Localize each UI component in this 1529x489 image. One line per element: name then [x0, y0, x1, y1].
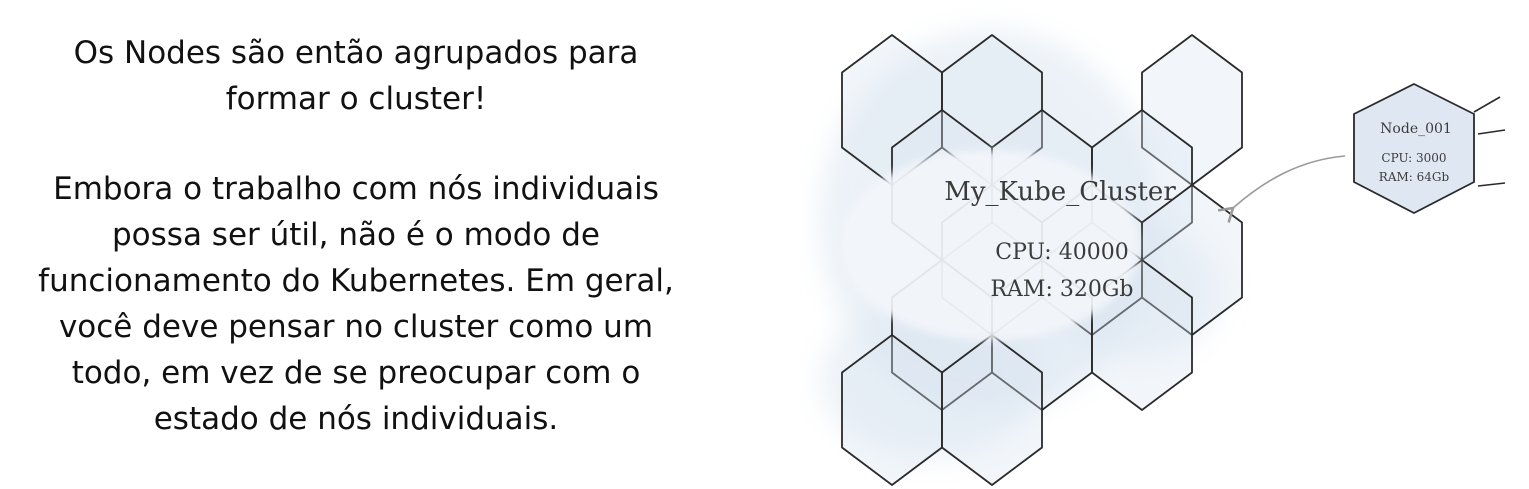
- cluster-diagram-svg: My_Kube_Cluster CPU: 40000 RAM: 320Gb No…: [820, 30, 1506, 486]
- cluster-center-glow: [840, 150, 1140, 340]
- cluster-hexagon-cell: [941, 334, 1043, 486]
- node-ram: RAM: 64Gb: [1379, 170, 1450, 184]
- intro-text: Os Nodes são então agrupados para formar…: [73, 35, 639, 117]
- paragraph-gap: [0, 122, 712, 166]
- text-panel: Os Nodes são então agrupados para formar…: [0, 30, 712, 442]
- cluster-name: My_Kube_Cluster: [944, 177, 1176, 207]
- cluster-ram: RAM: 320Gb: [990, 277, 1133, 302]
- cluster-cpu: CPU: 40000: [995, 240, 1128, 265]
- node-hexagon: Node_001 CPU: 3000 RAM: 64Gb: [1353, 82, 1506, 215]
- body-text: Embora o trabalho com nós individuais po…: [38, 171, 674, 437]
- cluster-diagram: My_Kube_Cluster CPU: 40000 RAM: 320Gb No…: [800, 0, 1529, 489]
- node-cpu: CPU: 3000: [1381, 151, 1446, 165]
- join-arrow: [1217, 155, 1346, 223]
- node-name: Node_001: [1380, 121, 1452, 137]
